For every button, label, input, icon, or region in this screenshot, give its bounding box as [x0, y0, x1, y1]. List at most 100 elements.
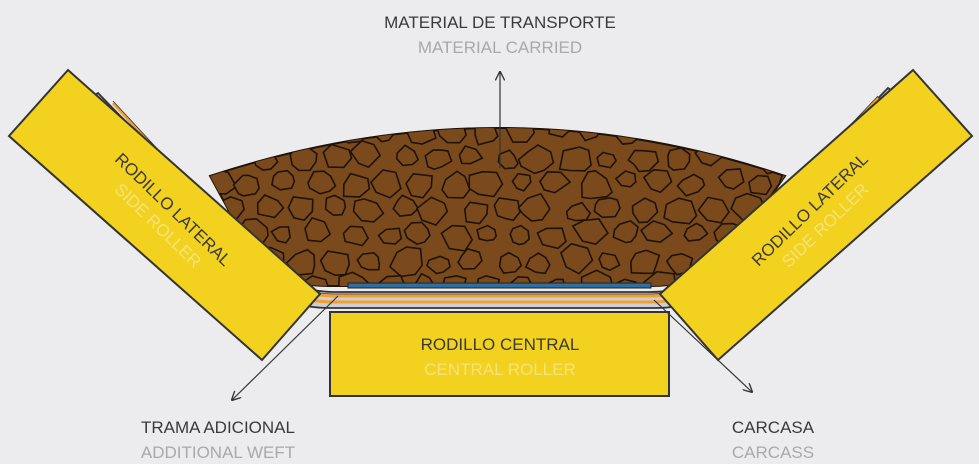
material-rock [210, 128, 232, 139]
material-rock [539, 171, 572, 194]
material-rock [509, 224, 530, 246]
material-rock [182, 146, 206, 166]
material-rock [463, 201, 489, 225]
central-roller [329, 311, 670, 397]
material-rock [676, 173, 706, 197]
material-label-en: MATERIAL CARRIED [418, 38, 582, 57]
material-rock [270, 226, 291, 244]
material-rock [558, 146, 592, 172]
material-rock [493, 197, 521, 222]
material-rock [295, 97, 314, 114]
material-rock [561, 91, 590, 116]
material-rock [352, 198, 385, 223]
material-rock [458, 145, 484, 165]
material-rock [416, 196, 449, 226]
material-rock [559, 242, 594, 275]
material-rock [490, 99, 512, 116]
material-rock [252, 148, 279, 171]
material-rock [424, 96, 451, 119]
material-rock [517, 144, 555, 175]
material-rock [717, 167, 745, 190]
material-rock [264, 128, 295, 144]
weft-label-es: TRAMA ADICIONAL [141, 418, 295, 437]
material-rock [630, 249, 661, 275]
material-rock [640, 220, 674, 244]
material-rock [667, 147, 691, 171]
material-rock [676, 128, 707, 143]
material-rock [457, 247, 483, 270]
material-label-es: MATERIAL DE TRANSPORTE [384, 13, 616, 32]
material-rock [319, 250, 351, 277]
material-rock [382, 97, 414, 121]
material-rock [625, 93, 652, 113]
material-rock [468, 170, 504, 198]
material-rock [497, 149, 519, 170]
material-rock [580, 169, 613, 200]
material-rock [536, 227, 567, 250]
material-rock [302, 128, 331, 140]
material-rock [441, 170, 471, 199]
material-rock [643, 128, 669, 141]
material-rock [404, 128, 437, 145]
material-rock [627, 149, 660, 173]
material-rock [612, 220, 640, 244]
material-rock [729, 90, 755, 116]
material-rock [424, 149, 453, 171]
material-rock [663, 91, 684, 110]
material-rock [392, 194, 420, 217]
material-rock [256, 194, 285, 219]
material-rock [239, 128, 265, 140]
material-rock [188, 98, 211, 115]
material-rock [323, 94, 345, 115]
material-rock [405, 172, 433, 199]
material-rock [498, 251, 523, 274]
material-rock [709, 128, 741, 146]
material-rock [593, 197, 621, 219]
material-rock [762, 97, 789, 117]
center-roller-label-es: RODILLO CENTRAL [421, 335, 580, 354]
material-rock [695, 93, 719, 111]
material-rock [776, 128, 785, 146]
material-rock [598, 252, 621, 272]
material-rock [403, 221, 431, 245]
material-rock [369, 169, 402, 199]
material-rock [304, 216, 332, 243]
additional-weft [347, 282, 652, 289]
material-rock [614, 170, 637, 188]
material-rock [571, 218, 609, 245]
material-rock [476, 224, 498, 242]
material-rock [271, 169, 296, 191]
material-rock [642, 168, 673, 194]
material-rock [603, 97, 624, 115]
material-rock [523, 92, 560, 120]
material-rock [517, 192, 551, 222]
weft-arrow [232, 295, 339, 400]
weft-label-en: ADDITIONAL WEFT [141, 443, 295, 462]
material-rock [356, 93, 380, 114]
material-rock [596, 151, 617, 169]
material-rock [395, 144, 420, 167]
material-rock [322, 143, 353, 169]
material-rock [683, 222, 709, 242]
material-rock [459, 91, 486, 112]
material-rock [324, 194, 347, 217]
material-rock [435, 128, 467, 144]
center-roller-label-en: CENTRAL ROLLER [424, 360, 575, 379]
material-rock [748, 174, 773, 196]
material-rock [342, 225, 370, 247]
material-rock [356, 251, 381, 271]
material-rock [511, 172, 532, 192]
material-rock [697, 196, 730, 224]
material-rock [307, 170, 337, 195]
material-rock [287, 196, 314, 221]
material-rock [224, 92, 248, 116]
material-rock [474, 128, 499, 146]
material-rock [565, 201, 592, 222]
material-rock [224, 140, 252, 167]
material-rock [349, 139, 382, 169]
material-rock [504, 128, 536, 143]
carcass-label-en: CARCASS [732, 443, 814, 462]
material-rock [751, 128, 773, 145]
